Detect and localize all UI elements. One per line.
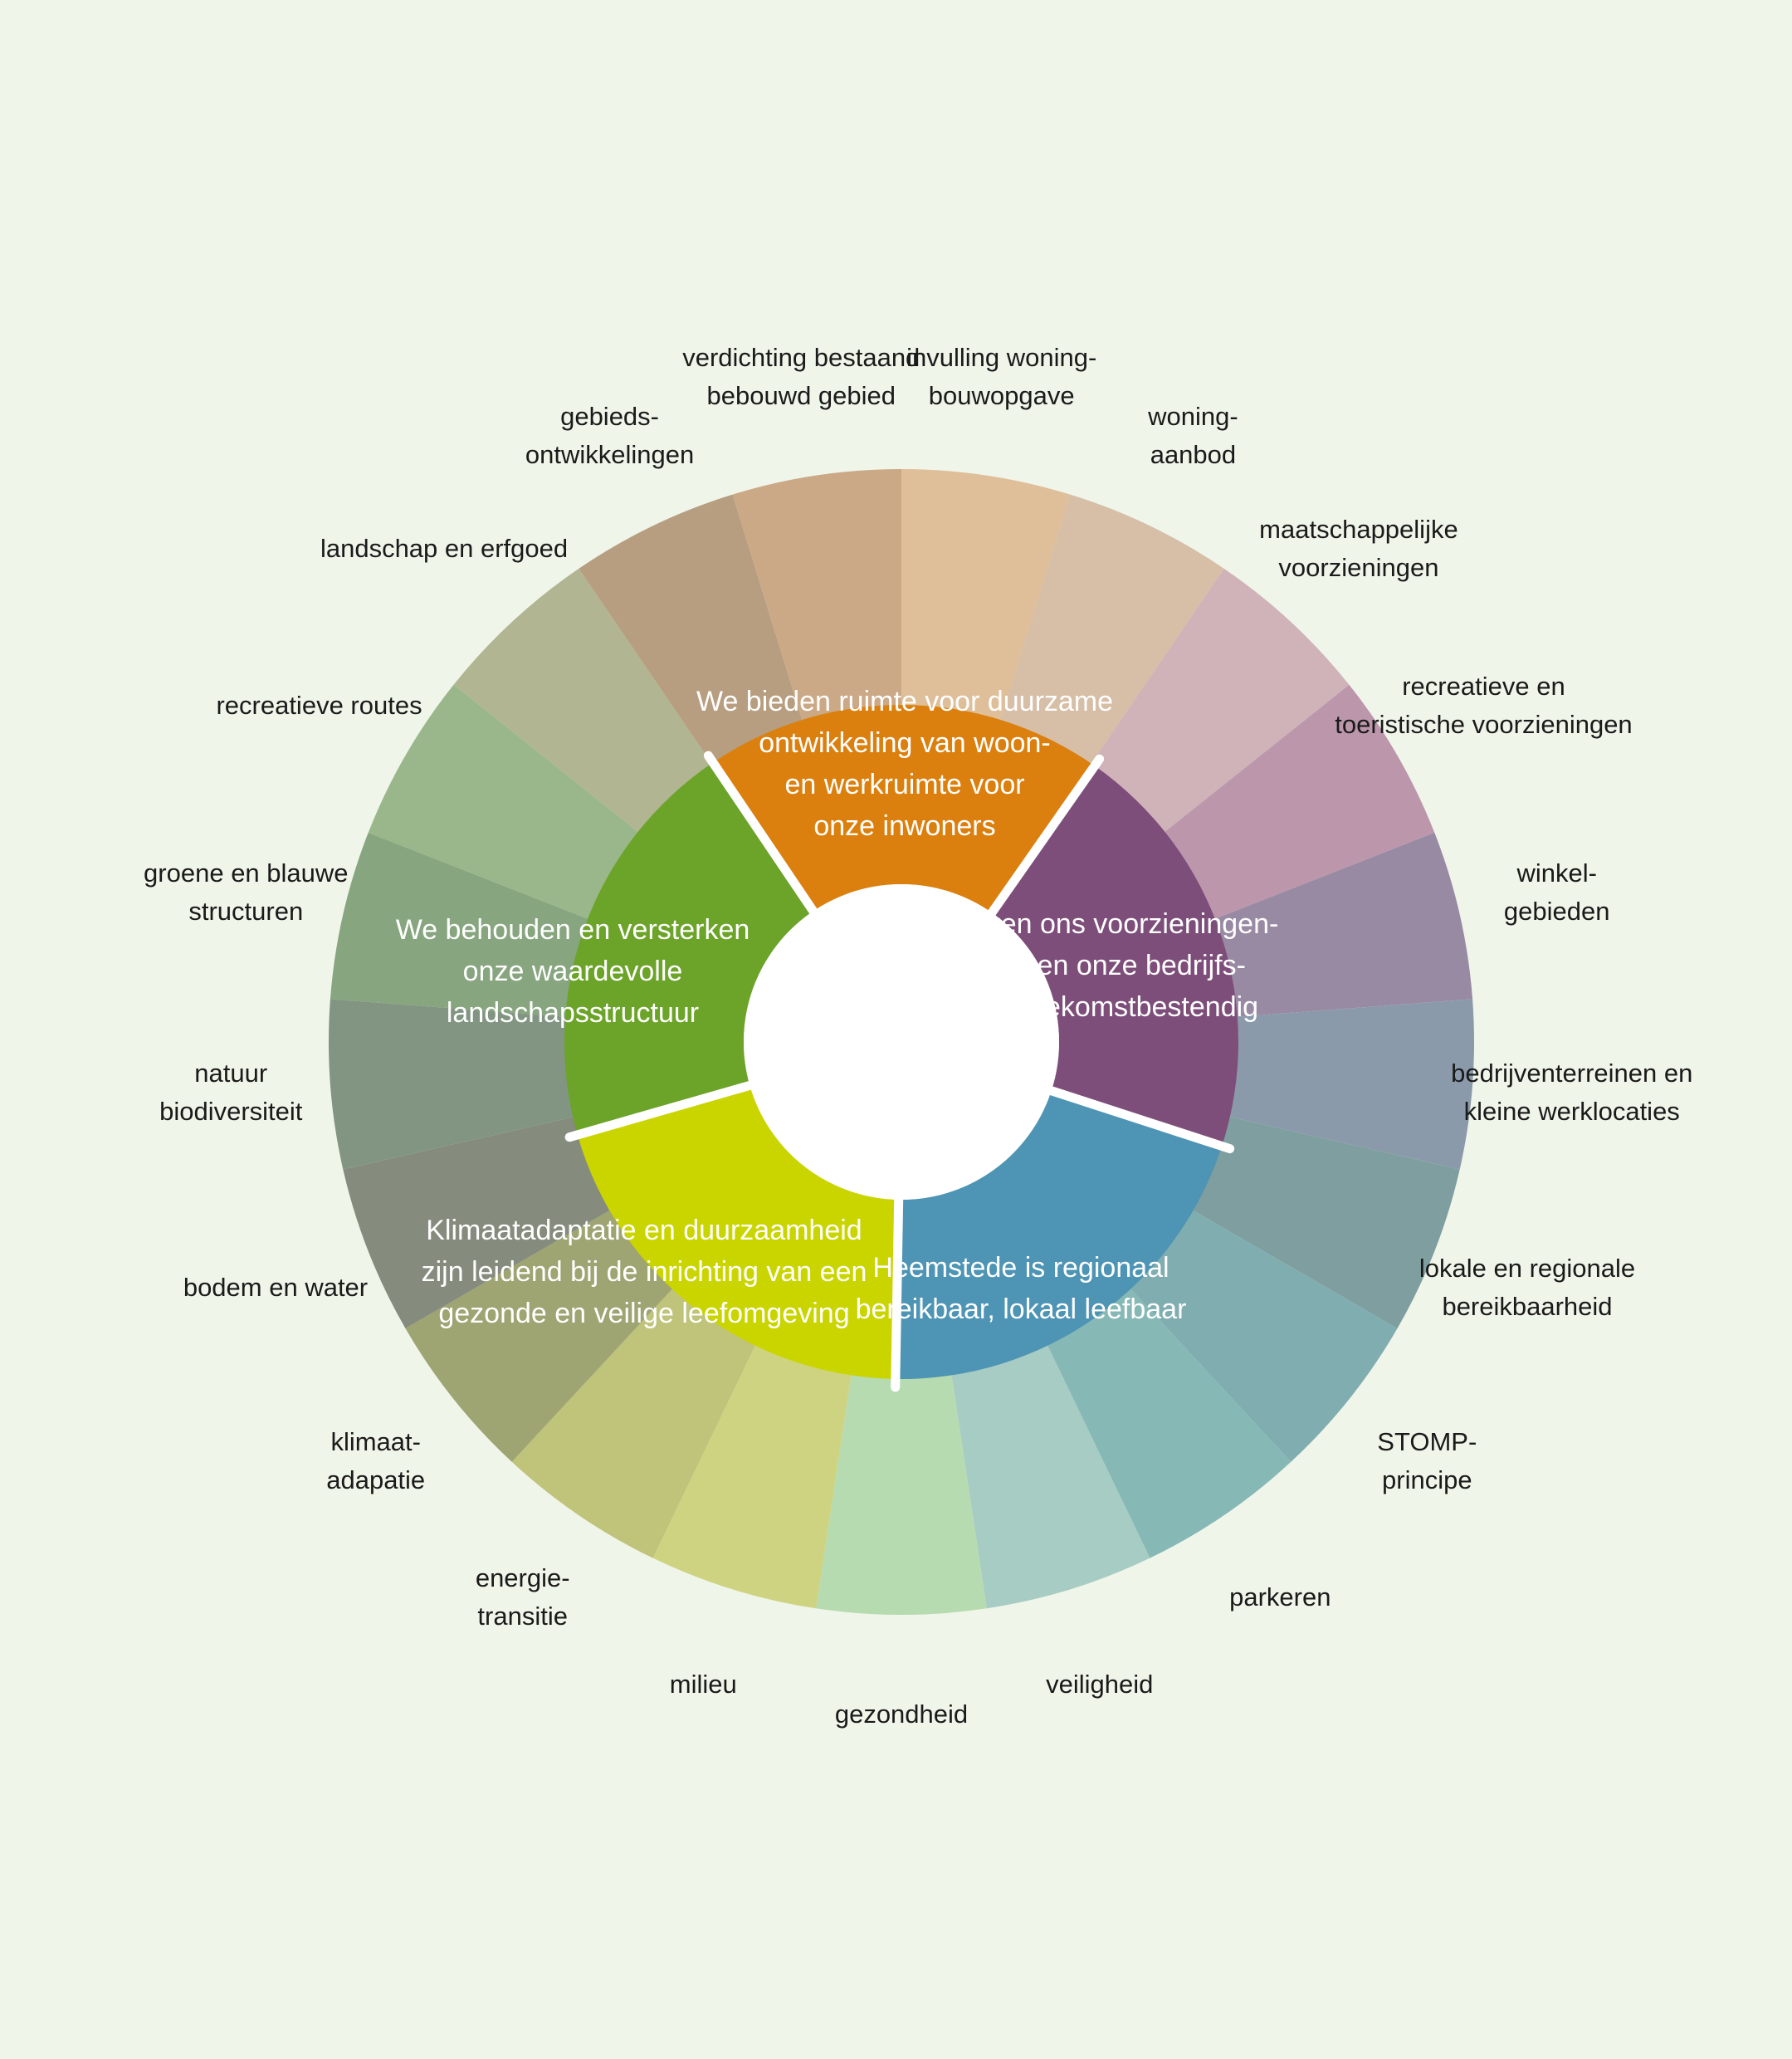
topic-label: recreatieve en toeristische voorzieninge…: [1335, 672, 1633, 739]
topic-segment-veiligheid: [951, 1343, 1150, 1609]
core-theme-segment-klimaat: [577, 1085, 899, 1379]
topic-label: invulling woning- bouwopgave: [906, 343, 1097, 411]
core-theme-segment-wonen: [712, 705, 1095, 913]
topic-label: veiligheid: [1046, 1670, 1154, 1699]
topic-segment-milieu: [652, 1343, 852, 1609]
topic-label: groene en blauwe structuren: [144, 858, 349, 926]
core-theme-divider: [1047, 1086, 1235, 1154]
core-theme-label-wonen: We bieden ruimte voor duurzame ontwikkel…: [696, 686, 1114, 842]
core-theme-ring: [564, 705, 1238, 1379]
topic-label: gebieds- ontwikkelingen: [525, 402, 695, 470]
core-theme-segment-voorzieningen: [991, 765, 1238, 1147]
topic-label: recreatieve routes: [216, 691, 422, 720]
core-theme-label-bereikbaar: Heemstede is regionaal bereikbaar, lokaa…: [855, 1252, 1187, 1325]
topic-label: winkel- gebieden: [1503, 858, 1610, 926]
topic-segment-stomp-principe: [1129, 1210, 1398, 1462]
topic-label: STOMP- principe: [1377, 1427, 1477, 1495]
topic-label: woning- aanbod: [1148, 402, 1238, 470]
topic-label: bedrijventerreinen en kleine werklocatie…: [1451, 1058, 1693, 1126]
topic-segment-natuur-biodiversiteit: [328, 999, 575, 1170]
topic-segment-landschap-en-erfgoed: [453, 568, 713, 834]
topic-segment-recreatieve-en-toeristische-voorzieningen: [1163, 684, 1435, 920]
topic-segment-klimaat-adapatie: [405, 1210, 674, 1462]
topic-label: milieu: [669, 1670, 737, 1699]
topic-label: natuur biodiversiteit: [159, 1058, 303, 1126]
topic-label: maatschappelijke voorzieningen: [1259, 515, 1458, 583]
topic-segment-maatschappelijke-voorzieningen: [1090, 568, 1350, 834]
topic-segment-verdichting-bestaand-bebouwd-gebied: [732, 469, 901, 721]
topic-segment-woning-aanbod: [1000, 494, 1224, 765]
core-theme-divider: [891, 1195, 904, 1392]
core-theme-dividers: [564, 751, 1235, 1392]
topic-label: energie- transitie: [475, 1563, 570, 1631]
topic-label: landschap en erfgoed: [320, 534, 569, 564]
topic-segment-lokale-en-regionale-bereikbaarheid: [1191, 1116, 1460, 1328]
core-theme-segment-landschap: [564, 762, 813, 1135]
topic-segment-bodem-en-water: [343, 1116, 612, 1328]
topic-segment-energie-transitie: [511, 1288, 756, 1558]
topic-label: verdichting bestaand bebouwd gebied: [682, 343, 920, 411]
topic-ring: [328, 469, 1475, 1615]
topic-segment-groene-en-blauwe-structuren: [330, 832, 589, 1017]
core-theme-divider: [564, 1080, 754, 1142]
topic-label: lokale en regionale bereikbaarheid: [1418, 1253, 1636, 1321]
core-theme-divider: [987, 754, 1105, 917]
core-theme-divider: [703, 751, 818, 916]
topic-segment-parkeren: [1047, 1288, 1292, 1558]
topic-segment-winkel-gebieden: [1213, 832, 1473, 1017]
core-theme-segment-bereikbaar: [895, 1090, 1223, 1379]
topic-label: klimaat- adapatie: [326, 1427, 426, 1495]
core-theme-label-voorzieningen: We maken ons voorzieningen- netwerk en o…: [897, 908, 1279, 1023]
topic-label: parkeren: [1229, 1582, 1331, 1612]
topic-segment-recreatieve-routes: [368, 684, 640, 920]
core-theme-label-landschap: We behouden en versterken onze waardevol…: [395, 914, 750, 1029]
topic-label: gezondheid: [834, 1700, 969, 1729]
topic-segment-gebieds-ontwikkelingen: [579, 494, 803, 765]
center-disc: [744, 884, 1059, 1200]
topic-segment-gezondheid: [816, 1373, 987, 1615]
core-theme-label-klimaat: Klimaatadaptatie en duurzaamheid zijn le…: [421, 1215, 867, 1329]
topic-segment-bedrijventerreinen-en-kleine-werklocaties: [1228, 999, 1475, 1170]
topic-segment-invulling-woning-bouwopgave: [901, 469, 1071, 721]
topic-label: bodem en water: [183, 1272, 369, 1302]
